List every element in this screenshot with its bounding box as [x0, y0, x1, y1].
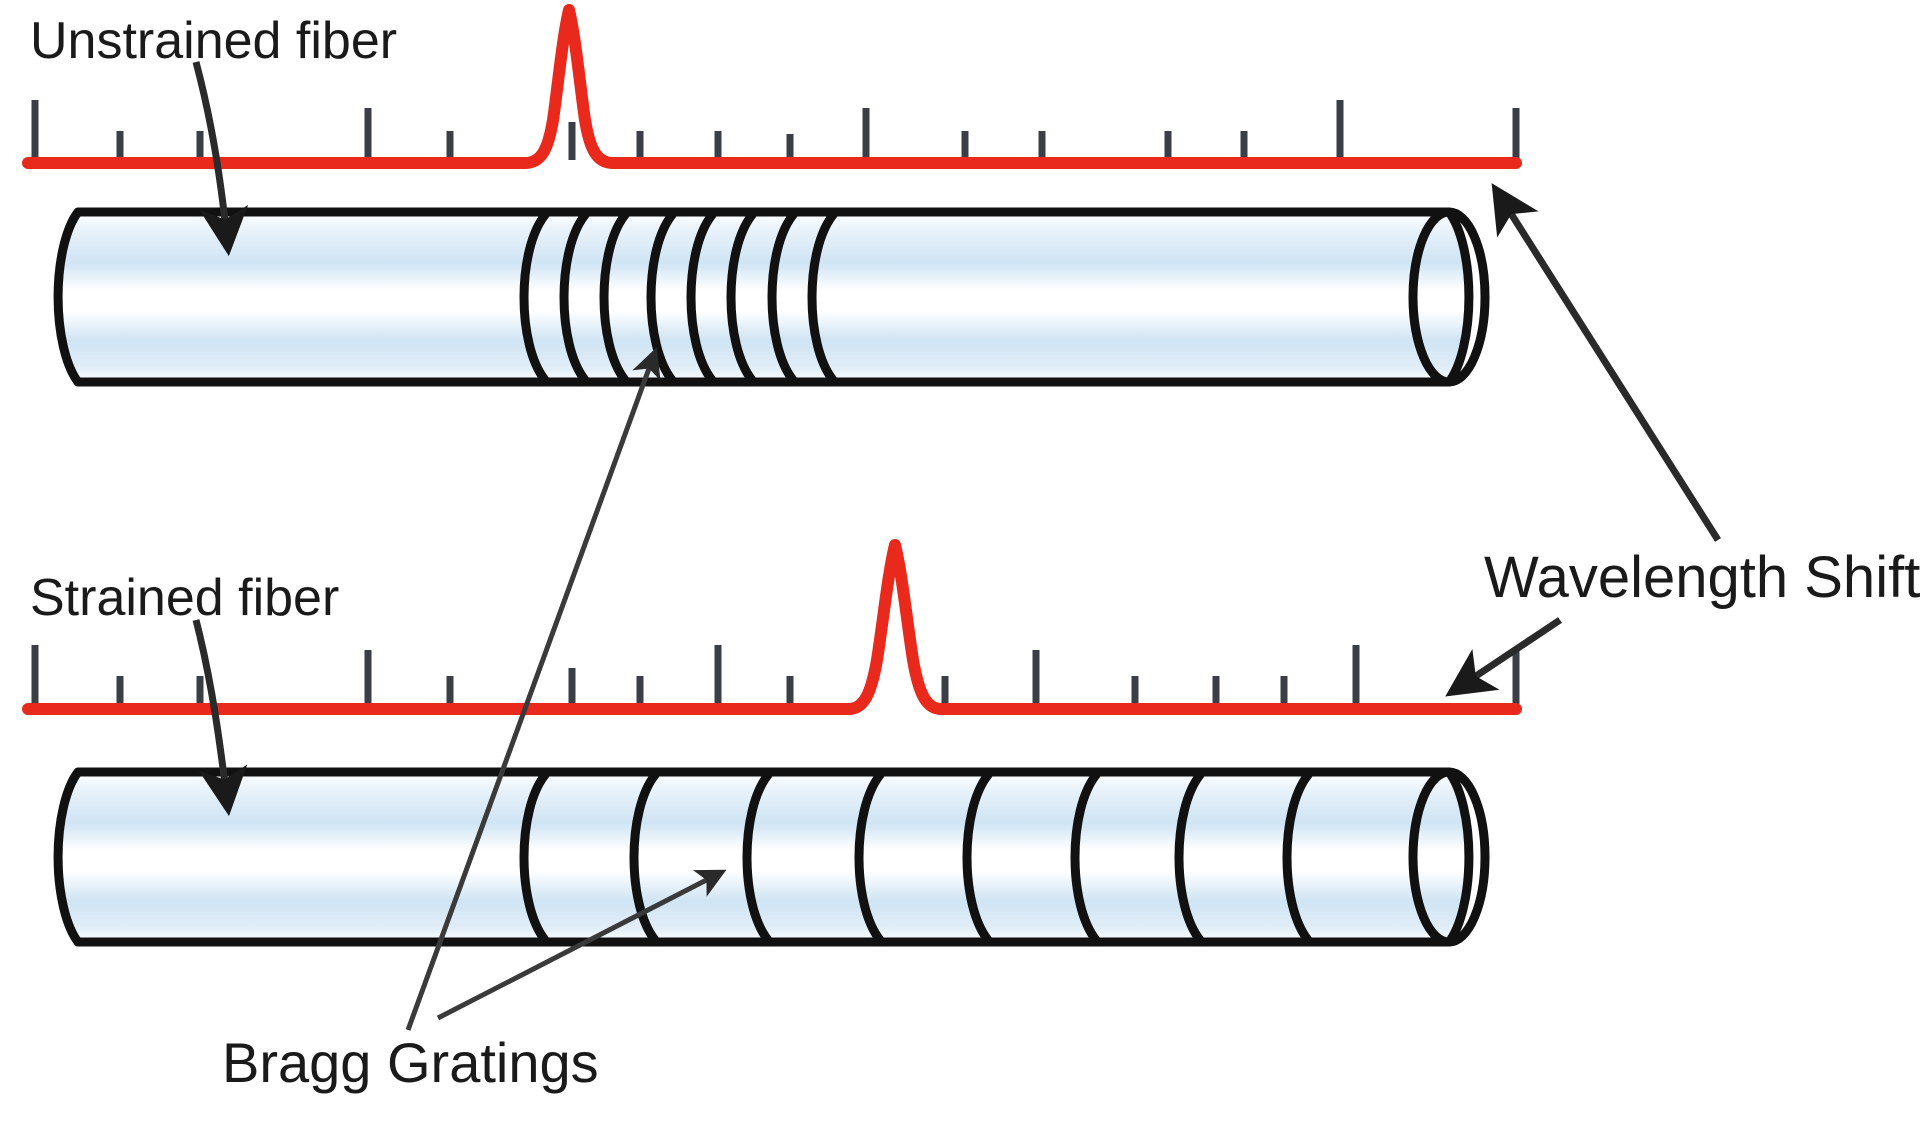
strained-fiber-pointer: [192, 619, 248, 817]
unstrained-fiber-end-ellipse: [1408, 207, 1490, 387]
bragg-gratings-label: Bragg Gratings: [222, 1031, 599, 1094]
wavelength-shift-pointer-top: [1491, 183, 1721, 542]
wavelength-shift-pointer-bottom: [1445, 617, 1562, 697]
strained-spectrum: [22, 539, 1522, 715]
unstrained-spectrum-ticks: [31, 100, 1344, 160]
unstrained-spectrum-trace: [22, 4, 1522, 169]
unstrained-fiber-body: [53, 207, 1474, 387]
strained-spectrum-ticks: [31, 645, 1360, 706]
strained-fiber-label: Strained fiber: [30, 569, 339, 627]
strained-fiber-body: [53, 767, 1474, 947]
unstrained-spectrum: [22, 4, 1522, 169]
strained-fiber-cylinder: [53, 767, 1490, 947]
wavelength-shift-label: Wavelength Shift: [1484, 545, 1920, 610]
bragg-gratings-pointer-top: [405, 347, 661, 1031]
unstrained-fiber-label: Unstrained fiber: [30, 12, 397, 70]
unstrained-fiber-gratings: [519, 210, 838, 385]
strained-fiber-end-ellipse: [1408, 767, 1490, 947]
unstrained-fiber-pointer: [192, 61, 249, 257]
bragg-gratings-pointer-bottom: [436, 869, 727, 1021]
unstrained-fiber-cylinder: [53, 207, 1490, 387]
strained-spectrum-trace: [22, 539, 1522, 715]
strained-fiber-gratings: [519, 770, 1313, 945]
